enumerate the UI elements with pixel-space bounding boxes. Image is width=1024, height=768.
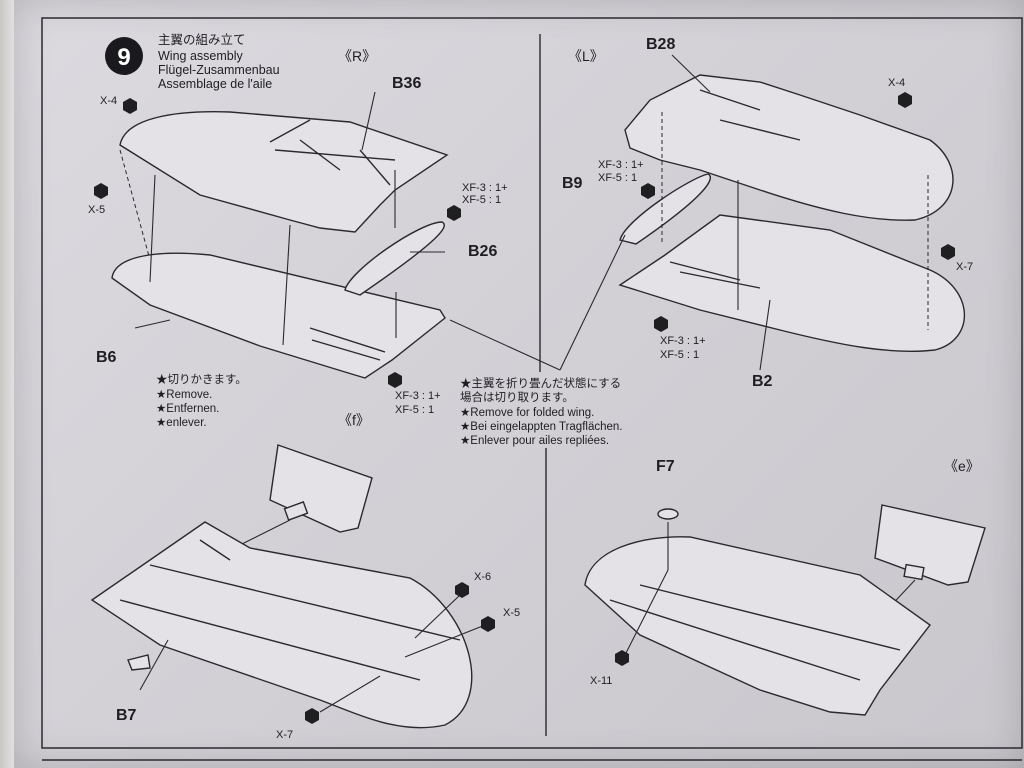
part-b7: [127, 654, 151, 671]
leader-x6: [414, 594, 461, 639]
paint-xf-r2-line2: XF-5 : 1: [395, 404, 434, 416]
label-b2: B2: [752, 373, 773, 390]
leader-cutout-l: [559, 234, 626, 371]
leader-x11: [624, 569, 669, 656]
step-title-jp: 主翼の組み立て: [158, 32, 246, 47]
label-b9: B9: [562, 175, 583, 192]
frame-border: [41, 17, 1023, 749]
paint-x4-r: X-4: [100, 95, 117, 107]
arrow-f-cover: [239, 519, 291, 546]
note-folded-fr: ★Enlever pour ailes repliées.: [460, 435, 609, 447]
note-folded-jp2: 場合は切り取ります。: [460, 390, 574, 404]
step-title-fr: Assemblage de l'aile: [158, 77, 272, 91]
paint-xf-l2-line1: XF-3 : 1+: [660, 335, 706, 347]
paint-x5-f: X-5: [503, 607, 520, 619]
label-b7: B7: [116, 707, 137, 724]
section-label-left: 《L》: [568, 48, 604, 64]
step-title-de: Flügel-Zusammenbau: [158, 63, 280, 77]
wing-panel-f: [90, 521, 473, 729]
step-number: 9: [117, 44, 130, 71]
label-b36: B36: [392, 75, 421, 92]
wing-fold-cover-f: [269, 444, 373, 533]
paint-xf-l1-line1: XF-3 : 1+: [598, 159, 644, 171]
paint-x5-r: X-5: [88, 204, 105, 216]
paint-xf-l2-line2: XF-5 : 1: [660, 349, 699, 361]
leader-b7: [139, 639, 169, 691]
label-f7: F7: [656, 458, 675, 475]
paint-x6-f: X-6: [474, 571, 491, 583]
wing-fold-cover-e: [874, 504, 986, 586]
note-remove-fr: ★enlever.: [156, 417, 207, 429]
paint-markers: [94, 92, 955, 724]
paint-x11-e: X-11: [590, 675, 612, 687]
note-remove-de: ★Entfernen.: [156, 403, 219, 415]
leader-b6: [134, 319, 171, 329]
note-folded-en: ★Remove for folded wing.: [460, 407, 594, 419]
paint-xf-r2-line1: XF-3 : 1+: [395, 390, 441, 402]
arrow-r-left: [149, 174, 156, 283]
paint-xf-r1-line2: XF-5 : 1: [462, 194, 501, 206]
arrow-r-mid: [282, 224, 291, 346]
note-folded: ★主翼を折り畳んだ状態にする 場合は切り取ります。 ★Remove for fo…: [460, 376, 622, 447]
section-label-f: 《f》: [338, 412, 370, 428]
note-folded-jp1: ★主翼を折り畳んだ状態にする: [460, 376, 621, 390]
step-header: 9 主翼の組み立て Wing assembly Flügel-Zusammenb…: [105, 32, 280, 91]
spar-b9: [619, 173, 712, 245]
note-folded-de: ★Bei eingelappten Tragflächen.: [460, 421, 622, 433]
step-number-badge: [105, 37, 143, 75]
spar-b26: [344, 221, 445, 296]
leader-b36: [361, 91, 376, 151]
note-remove-jp: ★切りかきます。: [156, 373, 247, 386]
label-b26: B26: [468, 243, 497, 260]
paint-xf-l1-line2: XF-5 : 1: [598, 172, 637, 184]
section-label-e: 《e》: [944, 458, 980, 474]
part-f7: [657, 508, 679, 520]
left-wing-lower: [618, 214, 966, 352]
paint-xf-r1-line1: XF-3 : 1+: [462, 182, 508, 194]
note-remove-en: ★Remove.: [156, 389, 212, 401]
leader-x5b: [404, 624, 486, 658]
leader-cutout-r: [449, 319, 561, 371]
paint-x4-l: X-4: [888, 77, 905, 89]
left-wing-upper: [624, 74, 954, 221]
background-edge: [0, 0, 14, 768]
paint-x7-f: X-7: [276, 729, 293, 741]
paint-x7-l: X-7: [956, 261, 973, 273]
leader-b28: [671, 54, 711, 93]
label-b6: B6: [96, 349, 117, 366]
section-label-right: 《R》: [338, 48, 376, 64]
right-wing-lower: [111, 252, 446, 379]
leader-x7b: [319, 675, 381, 713]
label-b28: B28: [646, 36, 675, 53]
right-wing-upper: [119, 111, 449, 261]
step-title-en: Wing assembly: [158, 49, 243, 63]
leader-b2: [759, 299, 771, 371]
note-remove: ★切りかきます。 ★Remove. ★Entfernen. ★enlever.: [156, 373, 247, 429]
wing-panel-e: [584, 536, 931, 716]
